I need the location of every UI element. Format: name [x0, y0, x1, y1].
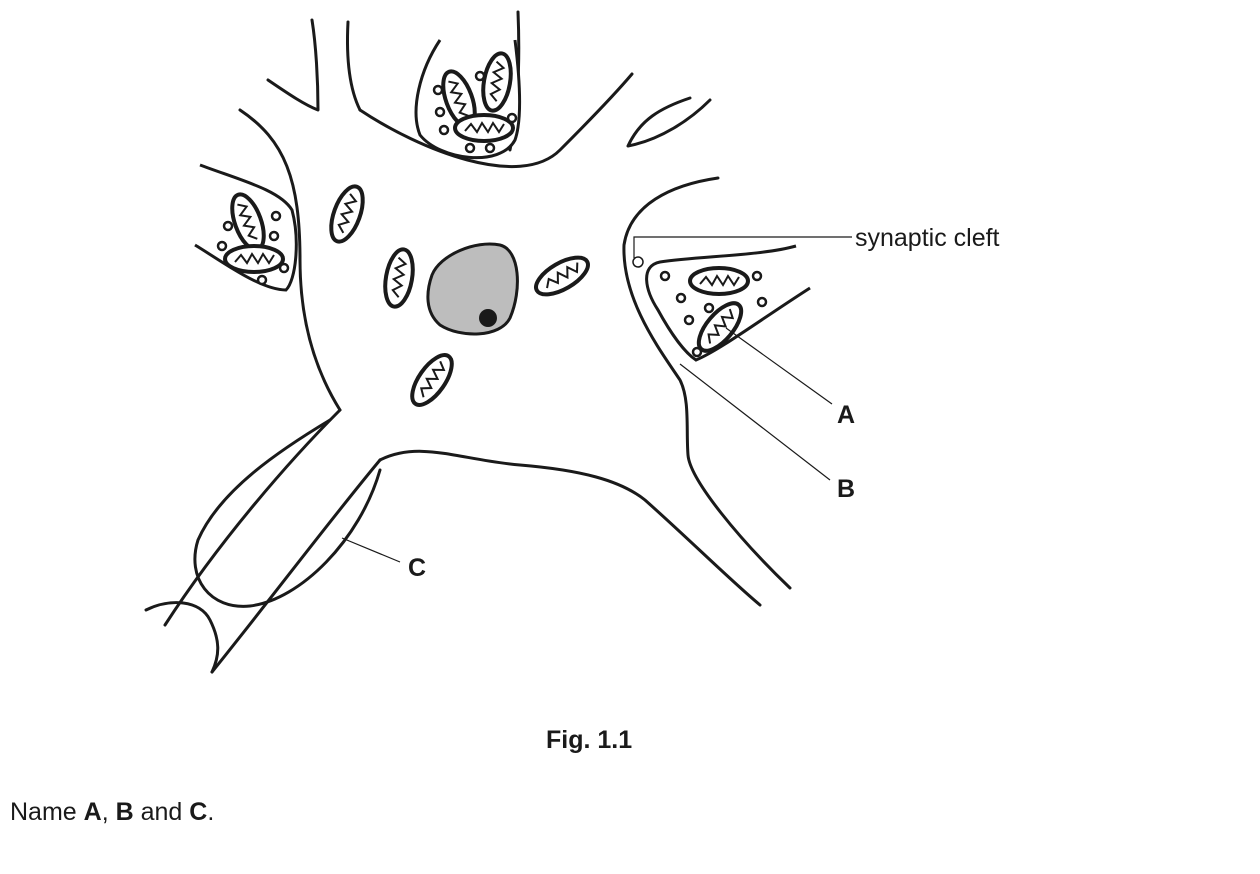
question-prefix: Name [10, 798, 84, 826]
cell-right-edge [622, 176, 792, 590]
cell-body-outline-left [238, 108, 342, 412]
question-suffix: . [207, 798, 215, 826]
question-c: C [189, 798, 208, 826]
figure-caption: Fig. 1.1 [546, 726, 633, 754]
axon-right-edge [210, 458, 382, 674]
axon-left-edge [163, 408, 342, 627]
nucleolus [479, 309, 497, 327]
myelin-lower-left [144, 601, 220, 674]
label-a: A [837, 401, 855, 429]
question-b: B [115, 798, 134, 826]
question-sep1: , [101, 798, 116, 826]
synaptic-knob-left [194, 163, 298, 292]
synaptic-cleft-label: synaptic cleft [855, 224, 1000, 252]
dendrite-top-mid-edge [346, 20, 362, 112]
dendrite-upper-right [626, 96, 712, 148]
label-b-leader [679, 363, 831, 481]
question-text: Name A, B and C. [10, 798, 214, 827]
synaptic-cleft-leader [633, 236, 852, 258]
cell-upper-edge [358, 72, 634, 169]
cell-lower-edge [378, 449, 762, 607]
dendrite-top-left-edge [266, 18, 320, 112]
synaptic-cleft-marker [632, 256, 644, 268]
synaptic-knob-right [632, 244, 811, 362]
question-a: A [83, 798, 102, 826]
label-b: B [837, 475, 855, 503]
synaptic-knob-top [414, 39, 522, 160]
label-c-leader [341, 537, 401, 563]
label-c: C [408, 554, 426, 582]
question-sep2: and [133, 798, 190, 826]
myelin-sheath [193, 418, 382, 608]
label-a-leader [725, 327, 833, 405]
nucleus [426, 242, 519, 336]
